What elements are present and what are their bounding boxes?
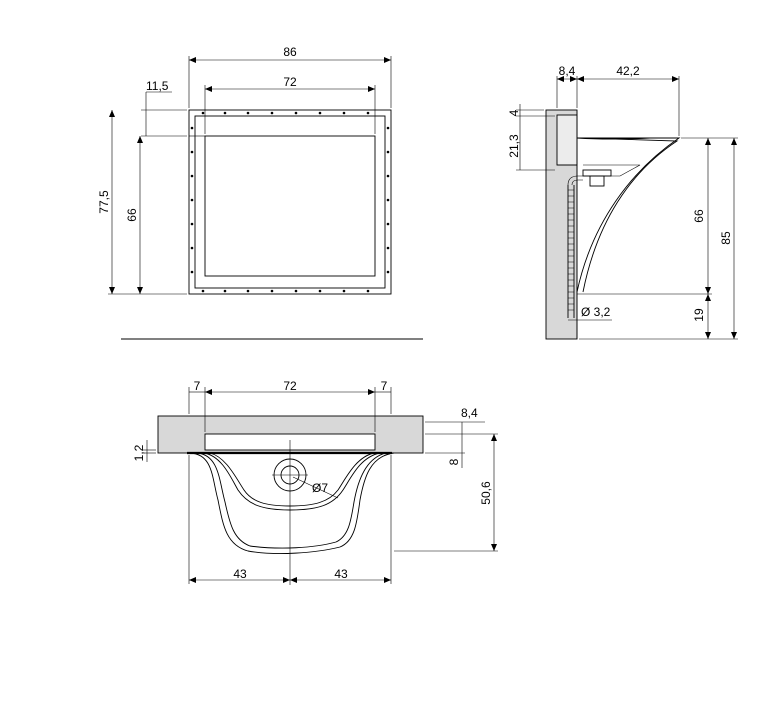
front-view: 86 72 11,5 77,5 66 (97, 45, 423, 340)
dim-front-width-outer: 86 (283, 45, 297, 59)
dim-front-width-inner: 72 (283, 75, 297, 89)
dim-top-half-right: 43 (334, 567, 348, 581)
top-view: Ø7 7 72 7 1,2 8,4 8 50,6 43 43 (132, 379, 498, 585)
side-drain (582, 169, 612, 177)
dim-side-depth: 42,2 (616, 64, 640, 78)
front-opening (204, 135, 376, 277)
dim-top-right-margin: 7 (381, 379, 388, 393)
dim-side-pipe-diameter: Ø 3,2 (581, 305, 611, 319)
side-basin-outer (576, 137, 681, 293)
front-frame-inner-edge (194, 115, 386, 289)
dim-top-drain-diameter: Ø7 (312, 481, 328, 495)
dim-top-left-margin: 7 (194, 379, 201, 393)
dim-top-thickness: 8,4 (461, 406, 478, 420)
top-basin-outer (189, 452, 395, 554)
dim-top-inner-width: 72 (283, 379, 297, 393)
dim-side-total-height: 85 (719, 231, 733, 245)
dim-side-upper-height: 21,3 (507, 134, 521, 158)
dim-side-wall-thickness: 8,4 (559, 64, 576, 78)
dim-front-height-outer: 77,5 (97, 190, 111, 214)
dim-top-rim: 1,2 (132, 444, 146, 461)
front-outer-frame (188, 109, 392, 295)
front-screw-holes (190, 111, 390, 293)
dim-side-bottom-height: 19 (692, 308, 706, 322)
dim-front-top-offset: 11,5 (146, 79, 169, 93)
dim-top-drain-offset: 8 (447, 458, 461, 465)
side-view: 8,4 42,2 4 21,3 66 85 19 Ø 3,2 (507, 64, 738, 340)
dim-side-top-gap: 4 (507, 109, 521, 116)
dim-top-half-left: 43 (233, 567, 247, 581)
dim-side-basin-height: 66 (692, 209, 706, 223)
dim-top-depth: 50,6 (479, 481, 493, 505)
dim-front-height-inner: 66 (125, 208, 139, 222)
